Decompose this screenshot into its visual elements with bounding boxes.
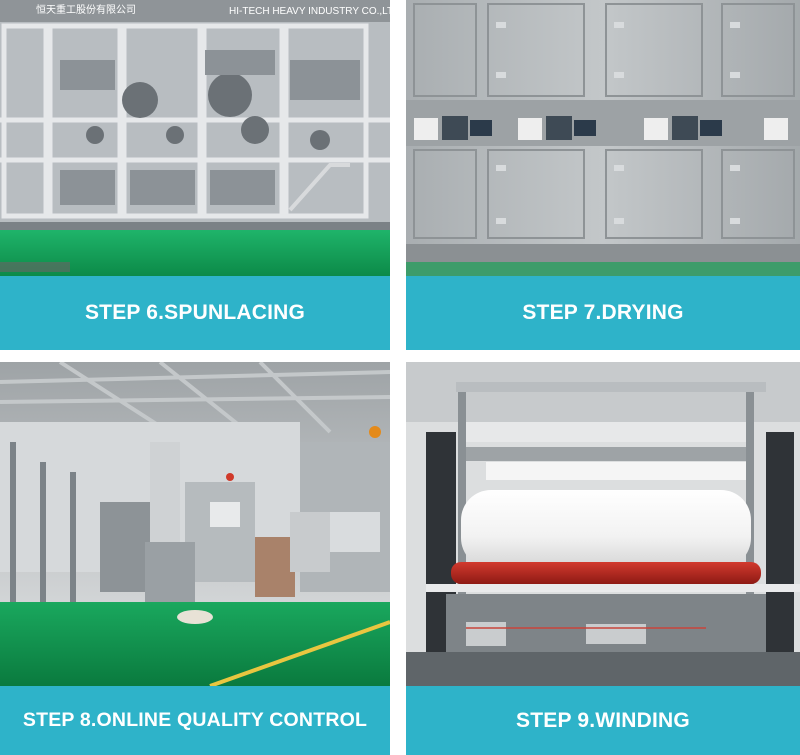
caption-step-7: STEP 7.DRYING bbox=[406, 276, 800, 350]
panel-winding: STEP 9.WINDING bbox=[406, 362, 800, 755]
drying-machine-photo bbox=[406, 0, 800, 276]
quality-control-line-photo bbox=[0, 362, 390, 686]
winding-machine-photo bbox=[406, 362, 800, 686]
caption-step-9: STEP 9.WINDING bbox=[406, 686, 800, 755]
caption-step-8: STEP 8.ONLINE QUALITY CONTROL bbox=[0, 686, 390, 755]
spunlacing-machine-photo: 恒天重工股份有限公司 HI-TECH HEAVY INDUSTRY CO.,LT… bbox=[0, 0, 390, 276]
company-sign-chinese: 恒天重工股份有限公司 bbox=[36, 3, 136, 16]
company-sign-english: HI-TECH HEAVY INDUSTRY CO.,LTD bbox=[229, 6, 390, 17]
caption-step-8-text: STEP 8.ONLINE QUALITY CONTROL bbox=[22, 709, 368, 731]
caption-step-6: STEP 6.SPUNLACING bbox=[0, 276, 390, 350]
caption-step-9-text: STEP 9.WINDING bbox=[516, 708, 690, 732]
panel-spunlacing: 恒天重工股份有限公司 HI-TECH HEAVY INDUSTRY CO.,LT… bbox=[0, 0, 390, 350]
panel-quality-control: STEP 8.ONLINE QUALITY CONTROL bbox=[0, 362, 390, 755]
panel-drying: STEP 7.DRYING bbox=[406, 0, 800, 350]
caption-step-7-text: STEP 7.DRYING bbox=[522, 301, 684, 324]
caption-step-6-text: STEP 6.SPUNLACING bbox=[84, 301, 306, 324]
